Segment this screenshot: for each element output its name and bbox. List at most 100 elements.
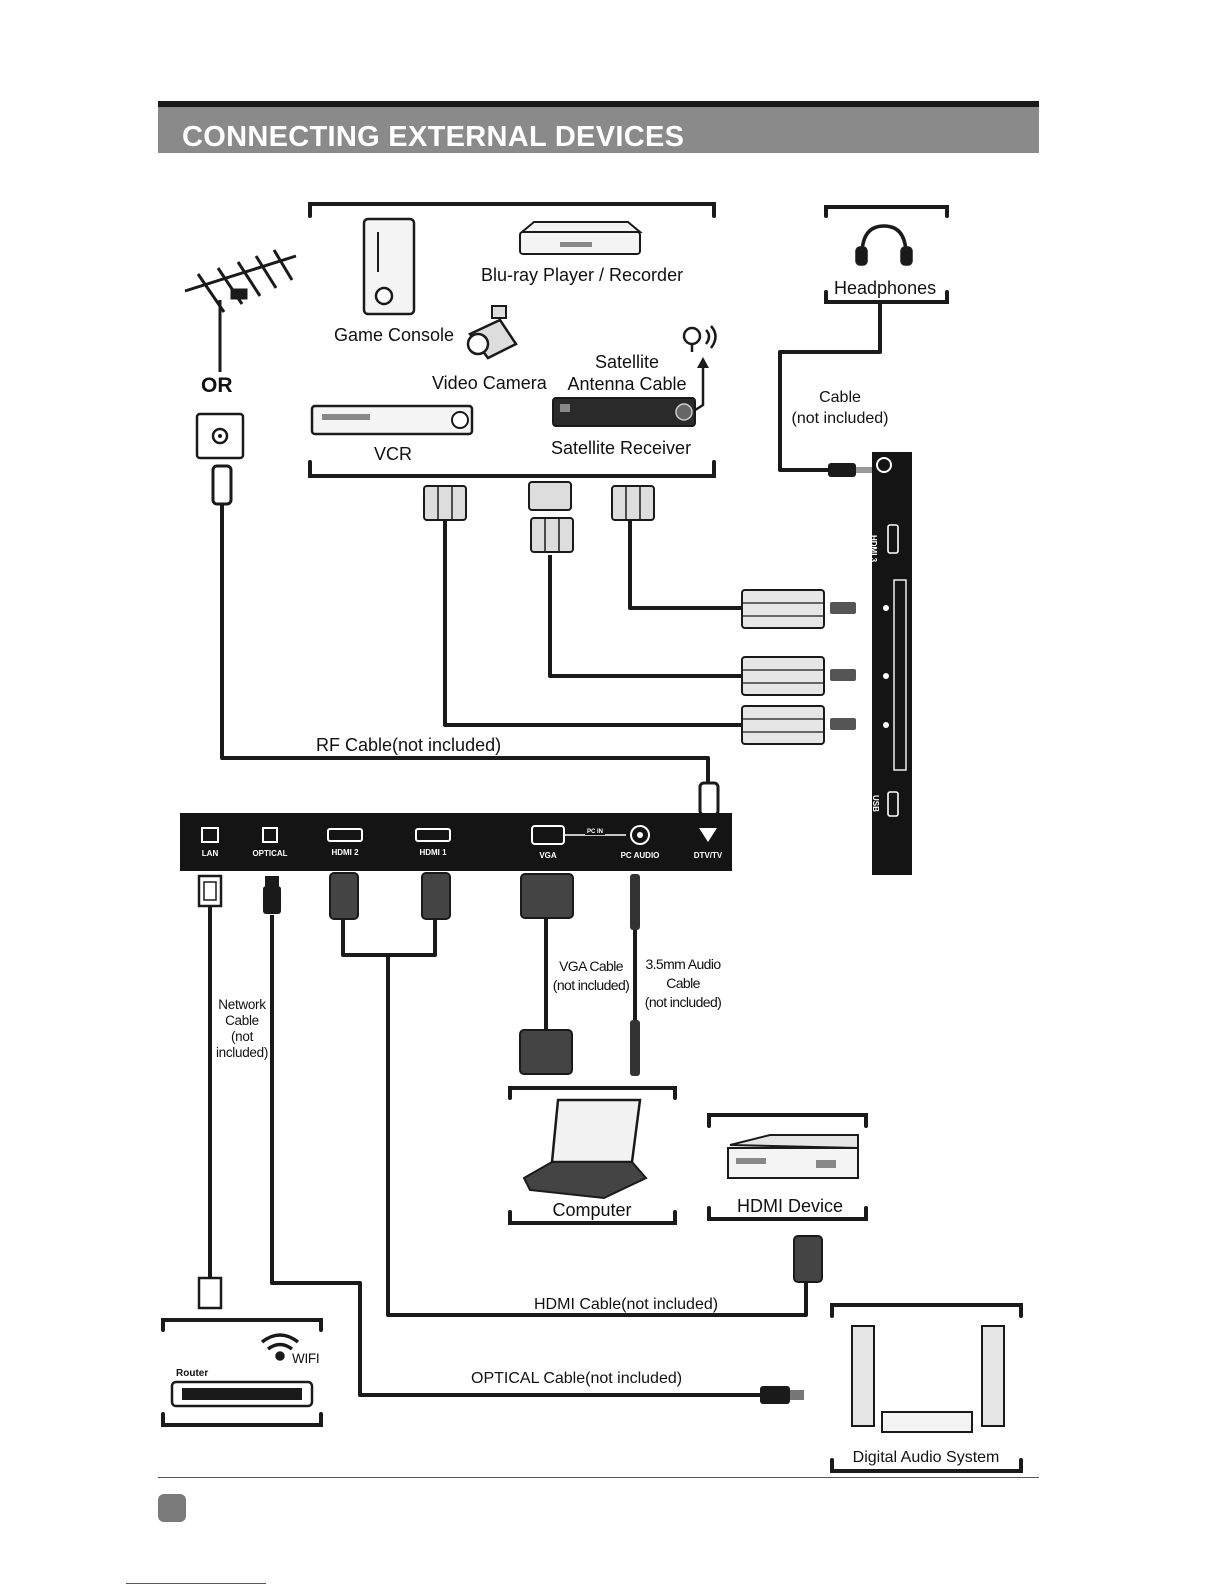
- optical-plug-audio-icon: [760, 1386, 804, 1404]
- footer-divider: [158, 1477, 1039, 1478]
- speaker-left-icon: [851, 1325, 875, 1427]
- rca-connector-group-2: [611, 485, 655, 521]
- av-devices-bracket-top: [308, 202, 716, 218]
- lan-plug-icon: [197, 874, 223, 908]
- satellite-arrow-icon: [697, 357, 709, 368]
- tv-side-panel: [872, 452, 912, 875]
- lan-port-label: LAN: [201, 849, 219, 858]
- vga-plug-top-icon: [520, 873, 574, 919]
- satellite-dish-icon: [682, 325, 717, 352]
- antenna-icon: [184, 249, 297, 372]
- page-number-badge: [158, 1494, 186, 1522]
- vcr-label: VCR: [374, 444, 413, 464]
- satellite-receiver-label: Satellite Receiver: [551, 438, 692, 458]
- audio-receiver-icon: [881, 1411, 973, 1433]
- vga-plug-bottom-icon: [519, 1029, 573, 1075]
- av-devices-bracket-bottom: [308, 460, 716, 478]
- computer-bracket-bottom: [508, 1210, 677, 1225]
- vga-cable-label-line1: VGA Cable: [559, 958, 623, 974]
- wifi-icon: [260, 1333, 300, 1361]
- bluray-label: Blu-ray Player / Recorder: [481, 265, 684, 285]
- rf-plug-bottom-icon: [698, 781, 720, 817]
- audio35-cable-label-line1: 3.5mm Audio: [645, 956, 721, 972]
- computer-bracket-top: [508, 1086, 677, 1100]
- hdmi-plug-device-icon: [793, 1235, 823, 1283]
- av-cable-3: [628, 520, 742, 610]
- laptop-icon: [522, 1098, 648, 1200]
- audio35-cable-label-line2: Cable: [666, 975, 700, 991]
- av-adapter-1: [741, 589, 856, 629]
- vga-port-label: VGA: [539, 851, 557, 860]
- av-adapter-2: [741, 656, 856, 696]
- hdmi-plug-2-icon: [421, 872, 451, 920]
- router-label: Router: [176, 1368, 209, 1379]
- game-console-icon: [362, 217, 416, 316]
- pc-audio-port-label: PC AUDIO: [620, 851, 660, 860]
- section-header-band: [158, 101, 1039, 153]
- hdmi1-port-label: HDMI 1: [419, 848, 447, 857]
- usb-port-label: USB: [871, 795, 880, 812]
- audio35-cable-label-line3: (not included): [644, 994, 722, 1010]
- wifi-label: WIFI: [292, 1351, 320, 1366]
- audio-plug-bottom-icon: [630, 1020, 640, 1076]
- headphone-plug-icon: [828, 463, 872, 477]
- headphone-cable: [778, 304, 882, 472]
- headphones-bracket-bottom: [824, 290, 949, 304]
- dtv-port-label: DTV/TV: [693, 851, 723, 860]
- video-camera-icon: [466, 305, 518, 360]
- hdmi-device-bracket-top: [707, 1113, 868, 1128]
- network-cable-label-line4: included): [215, 1045, 269, 1060]
- pc-in-label: PC IN: [584, 829, 606, 835]
- audio-plug-top-icon: [630, 874, 640, 930]
- rf-cable-label: RF Cable(not included): [316, 735, 502, 755]
- router-bracket-bottom: [161, 1412, 323, 1427]
- av-cable-2: [548, 555, 742, 678]
- audio-bracket-top: [830, 1303, 1023, 1318]
- optical-plug-icon: [263, 876, 281, 914]
- lan-plug-router-icon: [197, 1276, 223, 1310]
- component-connector-group: [528, 481, 574, 553]
- hdmi-cable: [341, 918, 808, 1317]
- speaker-right-icon: [981, 1325, 1005, 1427]
- satellite-antenna-label-line1: Satellite: [594, 352, 660, 372]
- optical-port-label: OPTICAL: [252, 849, 288, 858]
- wall-outlet-icon: [195, 412, 245, 460]
- hdmi-device-icon: [727, 1134, 859, 1179]
- rca-connector-group-1: [423, 485, 467, 521]
- audio-bracket-bottom: [830, 1458, 1023, 1473]
- hdmi2-port-label: HDMI 2: [331, 848, 359, 857]
- optical-cable-label: OPTICAL Cable(not included): [471, 1370, 683, 1387]
- rf-plug-top-icon: [211, 464, 233, 506]
- or-label: OR: [201, 374, 233, 397]
- headphones-icon: [855, 224, 913, 266]
- hdmi3-port-label: HDMI 3: [869, 535, 878, 563]
- satellite-antenna-label-line2: Antenna Cable: [567, 374, 687, 394]
- hdmi-plug-1-icon: [329, 872, 359, 920]
- hdmi-device-bracket-bottom: [707, 1206, 868, 1221]
- hdmi-cable-label: HDMI Cable(not included): [534, 1296, 719, 1313]
- router-bracket-top: [161, 1318, 323, 1332]
- vga-cable-label-line2: (not included): [552, 977, 630, 993]
- av-adapter-3: [741, 705, 856, 745]
- page-title: CONNECTING EXTERNAL DEVICES: [182, 121, 685, 153]
- digital-audio-label: Digital Audio System: [852, 1449, 1000, 1466]
- headphones-bracket-top: [824, 205, 949, 218]
- headphone-cable-label-line1: Cable: [819, 389, 861, 406]
- satellite-receiver-icon: [552, 397, 696, 427]
- headphone-cable-label-line2: (not included): [791, 410, 889, 427]
- vcr-icon: [310, 404, 474, 436]
- rf-cable: [220, 504, 710, 785]
- tv-bottom-panel: [180, 813, 732, 871]
- network-cable-label-line1: Network: [215, 997, 269, 1013]
- bluray-player-icon: [519, 221, 643, 255]
- computer-label: Computer: [552, 1200, 632, 1220]
- router-icon: [170, 1380, 314, 1408]
- network-cable-label-line3: (not: [230, 1029, 254, 1044]
- bottom-link-underline: [126, 1583, 266, 1584]
- video-camera-label: Video Camera: [432, 373, 547, 393]
- optical-cable: [270, 915, 760, 1397]
- game-console-label: Game Console: [334, 325, 455, 345]
- network-cable-label-line2: Cable: [222, 1013, 262, 1029]
- headphones-label: Headphones: [834, 278, 937, 298]
